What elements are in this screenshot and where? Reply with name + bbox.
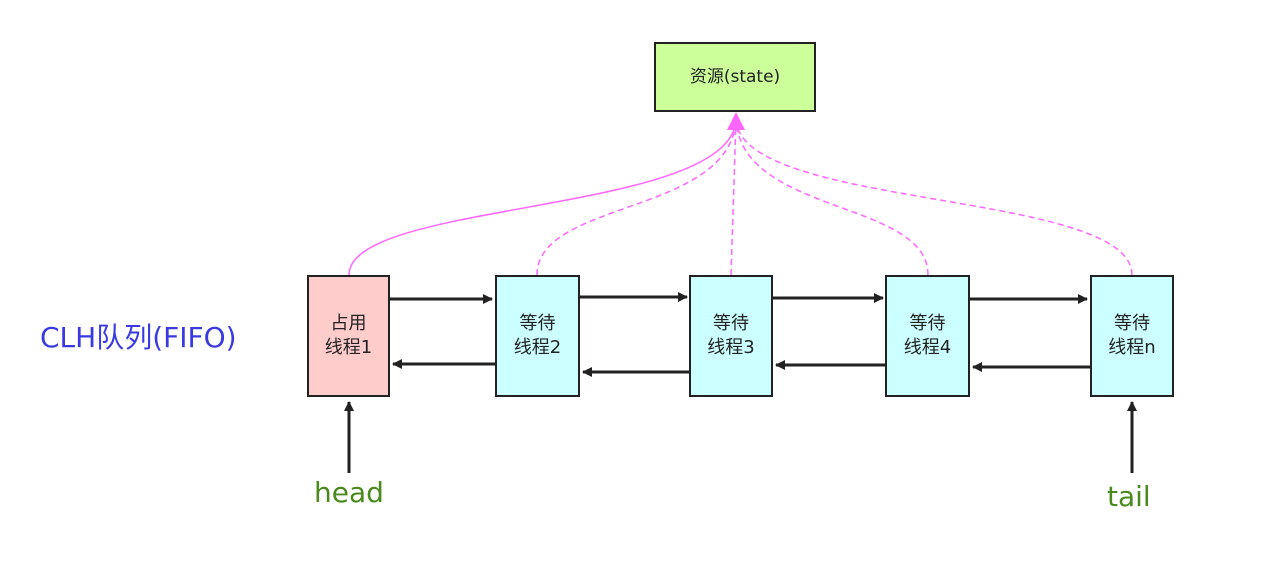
- head-label: head: [314, 476, 384, 509]
- node-status-label: 等待: [1113, 313, 1150, 334]
- node-status-label: 占用: [330, 313, 367, 334]
- acquire-curve-thread-1: [348, 119, 737, 276]
- node-thread-label: 线程n: [1108, 337, 1156, 358]
- tail-label: tail: [1107, 480, 1151, 513]
- wait-curve-thread-3: [730, 119, 737, 276]
- node-thread-2: 等待 线程2: [495, 275, 580, 397]
- resource-state-box: 资源(state): [654, 42, 816, 112]
- node-thread-1: 占用 线程1: [307, 275, 390, 397]
- queue-label: CLH队列(FIFO): [40, 321, 237, 354]
- resource-label: 资源(state): [689, 67, 781, 87]
- node-thread-4: 等待 线程4: [885, 275, 970, 397]
- wait-curve-thread-n: [735, 119, 1133, 276]
- node-thread-3: 等待 线程3: [689, 275, 773, 397]
- node-thread-label: 线程2: [513, 337, 562, 358]
- node-thread-n: 等待 线程n: [1090, 275, 1174, 397]
- resource-arrowhead: [727, 112, 745, 130]
- node-thread-label: 线程4: [903, 337, 952, 358]
- node-thread-label: 线程3: [707, 337, 755, 358]
- node-status-label: 等待: [712, 313, 749, 334]
- node-status-label: 等待: [909, 313, 946, 334]
- wait-curve-thread-2: [536, 119, 737, 276]
- node-status-label: 等待: [519, 313, 556, 334]
- wait-curve-thread-4: [735, 119, 929, 276]
- node-thread-label: 线程1: [324, 337, 373, 358]
